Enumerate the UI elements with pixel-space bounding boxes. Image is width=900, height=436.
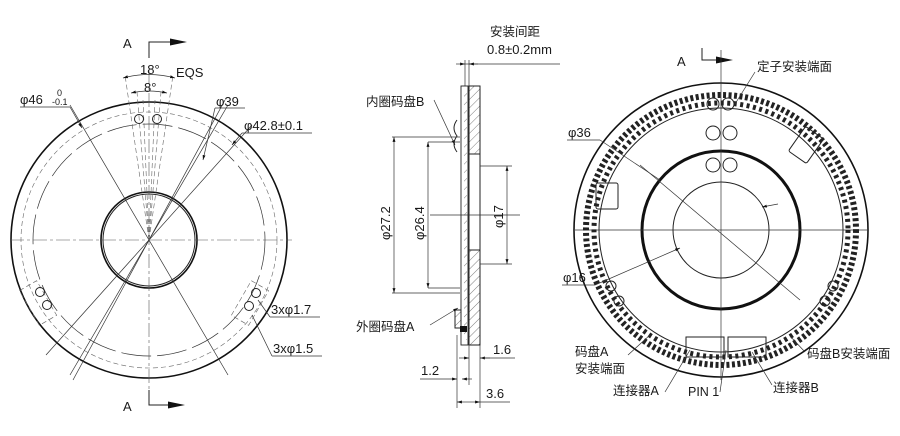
ic-chip: [595, 182, 619, 210]
leader-line: [664, 349, 691, 393]
connector-b: [727, 336, 767, 358]
leader-line: [429, 307, 459, 326]
angle-line: [148, 99, 156, 241]
holes-1-5-label: 3xφ1.5: [273, 341, 313, 356]
outer-disc-edge: [460, 326, 467, 332]
disc-a-face-label-1: 码盘A: [575, 344, 609, 359]
pad-ring-inner: [591, 100, 851, 360]
leader-line: [627, 334, 651, 356]
leader-line: [719, 349, 727, 393]
section-mark-right: A: [677, 54, 686, 69]
gap-label: 安装间距: [490, 24, 540, 39]
section-arrow-top-icon: [148, 41, 185, 58]
connector-a-label: 连接器A: [613, 383, 660, 398]
diagonal-line: [639, 164, 801, 301]
dia-46-tol-upper: 0: [57, 88, 62, 98]
leader-line: [594, 247, 681, 286]
section-mark-bottom: A: [123, 399, 132, 414]
connector-b-label: 连接器B: [773, 380, 819, 395]
smd-components: [583, 92, 859, 368]
angle-arc-18: [122, 74, 176, 79]
leader-line: [433, 99, 456, 146]
leader-line: [202, 107, 216, 161]
outer-disc-profile: [454, 309, 462, 329]
pin1-label: PIN 1: [688, 385, 719, 399]
leader-line: [231, 132, 243, 146]
leader-line: [789, 335, 806, 353]
stator-face-label: 定子安装端面: [757, 59, 832, 74]
arrow-head-icon: [170, 38, 187, 46]
stator-plate-bore: [468, 153, 481, 251]
disc-b-face-label: 码盘B安装端面: [807, 346, 890, 361]
arrow-head-icon: [168, 401, 185, 409]
dia-16-label: φ16: [563, 270, 586, 285]
hole: [722, 157, 738, 173]
hole: [35, 287, 45, 297]
holes-1-7-label: 3xφ1.7: [271, 302, 311, 317]
arrow-head-icon: [716, 56, 733, 64]
leader-line: [761, 203, 779, 208]
angle-line: [142, 99, 150, 241]
dia-46-tol-lower: -0.1: [52, 97, 68, 107]
dia-42-8-label: φ42.8±0.1: [244, 118, 303, 133]
hole: [134, 114, 144, 124]
ic-chip: [788, 126, 824, 164]
angle-18-label: 18°: [140, 62, 160, 77]
angle-8-label: 8°: [144, 80, 156, 95]
hole: [613, 295, 625, 307]
hole: [152, 114, 162, 124]
leader-line: [599, 139, 661, 181]
angle-line: [124, 74, 150, 241]
dia-46-label: φ46: [20, 92, 43, 107]
dia-26-4-label: φ26.4: [412, 206, 427, 240]
inner-disc-label: 内圈码盘B: [366, 94, 424, 109]
hole: [705, 157, 721, 173]
leader-line: [734, 71, 756, 105]
hole-pad: [18, 280, 58, 326]
section-mark-top: A: [123, 36, 132, 51]
stator-plate-bottom: [468, 249, 481, 346]
gap-value: 0.8±0.2mm: [487, 42, 552, 57]
pcb-view: A 定子安装端面: [562, 48, 890, 399]
left-front-view: A 18° EQS 8°: [10, 36, 322, 414]
stator-plate-top: [468, 85, 481, 155]
dia-39-label: φ39: [216, 94, 239, 109]
dia-36-label: φ36: [568, 125, 591, 140]
pad-ring-outer: [583, 92, 859, 368]
outer-disc-label: 外圈码盘A: [356, 319, 415, 334]
dia-27-2-label: φ27.2: [378, 206, 393, 240]
section-view: 安装间距 0.8±0.2mm 内圈码盘B 外圈码盘A φ27.2 φ26.4: [356, 24, 560, 408]
angle-line: [148, 91, 162, 241]
disc-a-face-label-2: 安装端面: [575, 361, 625, 376]
angle-line: [136, 91, 150, 241]
angle-arc-8: [130, 90, 168, 94]
section-arrow-bottom-icon: [148, 390, 182, 406]
hole-pad: [230, 280, 270, 326]
hole: [605, 280, 617, 292]
dim-3-6-label: 3.6: [486, 386, 504, 401]
hole: [705, 125, 721, 141]
angle-line: [148, 74, 174, 241]
hole: [251, 288, 261, 298]
leader-line: [251, 314, 273, 357]
leader-line: [751, 351, 773, 386]
dim-1-2-label: 1.2: [421, 363, 439, 378]
hole: [827, 280, 839, 292]
leader-line: [257, 299, 271, 318]
hole: [722, 125, 738, 141]
dia-17-label: φ17: [491, 205, 506, 228]
leader-line: [69, 106, 83, 129]
hole: [42, 300, 52, 310]
eqs-label: EQS: [176, 65, 204, 80]
connector-a: [685, 336, 725, 358]
hole: [244, 301, 254, 311]
dim-1-6-label: 1.6: [493, 342, 511, 357]
inner-disc-profile: [453, 119, 458, 153]
